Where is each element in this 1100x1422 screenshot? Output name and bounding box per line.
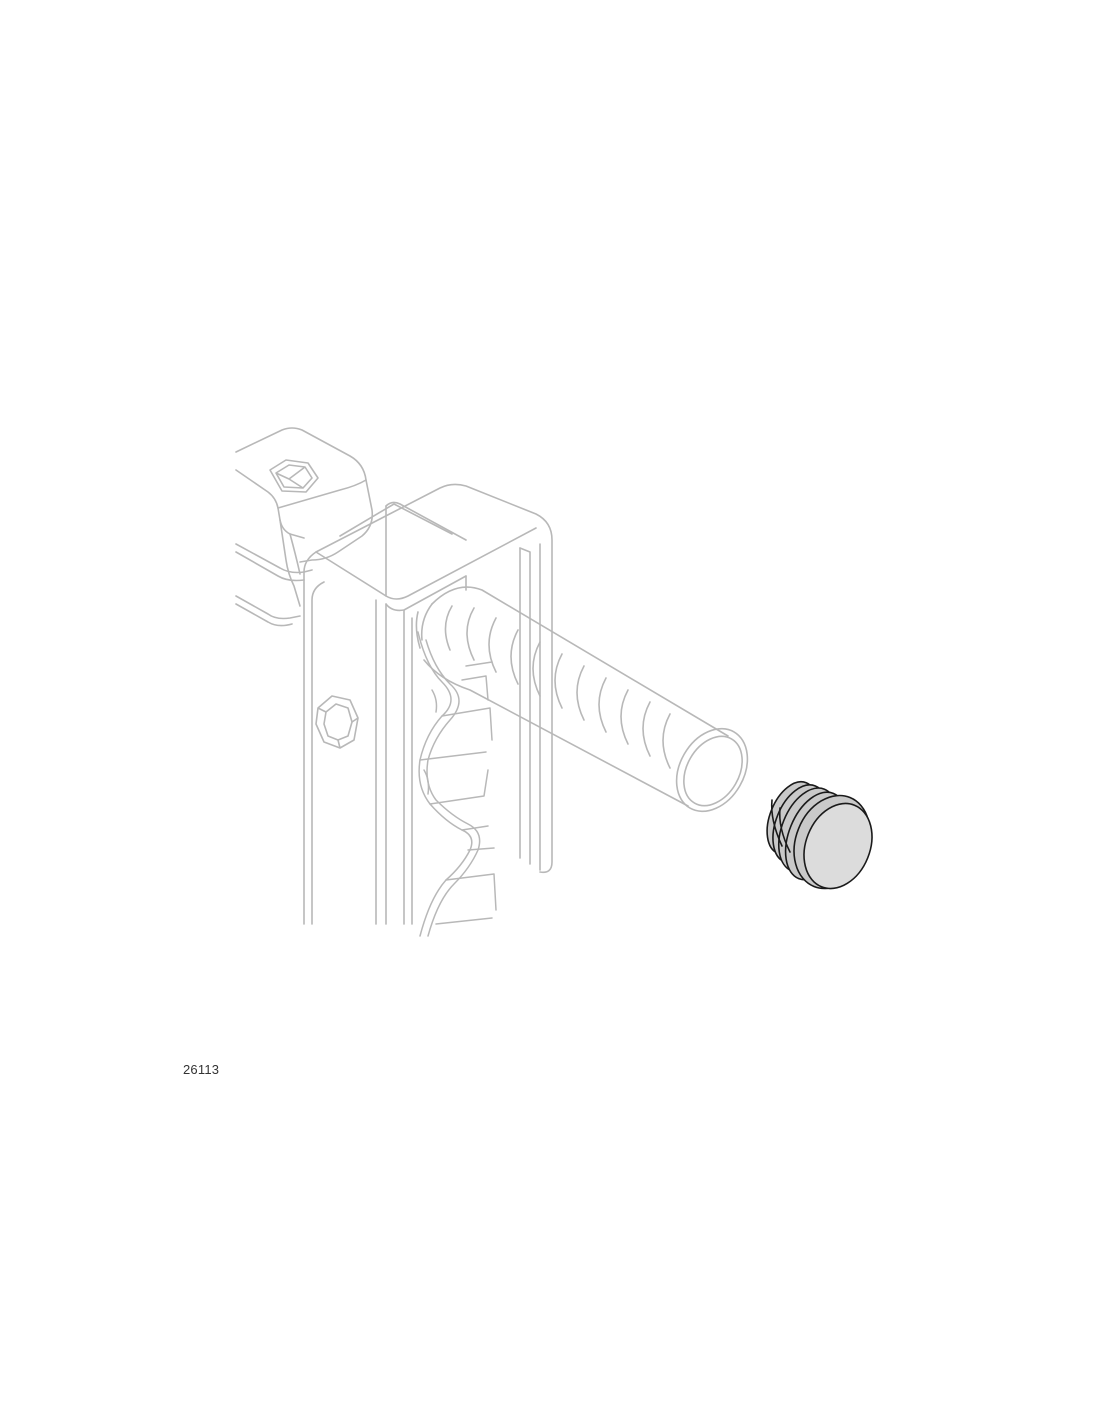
hex-bolt-icon [269, 459, 319, 493]
hex-nut-icon [315, 695, 359, 749]
figure-number: 26113 [183, 1062, 220, 1077]
slotted-profile [417, 631, 497, 937]
knurled-tube-icon [415, 586, 749, 813]
frame-bracket-icon [303, 483, 553, 925]
clamp-block [235, 427, 374, 627]
end-cap-plug-icon [766, 781, 873, 890]
